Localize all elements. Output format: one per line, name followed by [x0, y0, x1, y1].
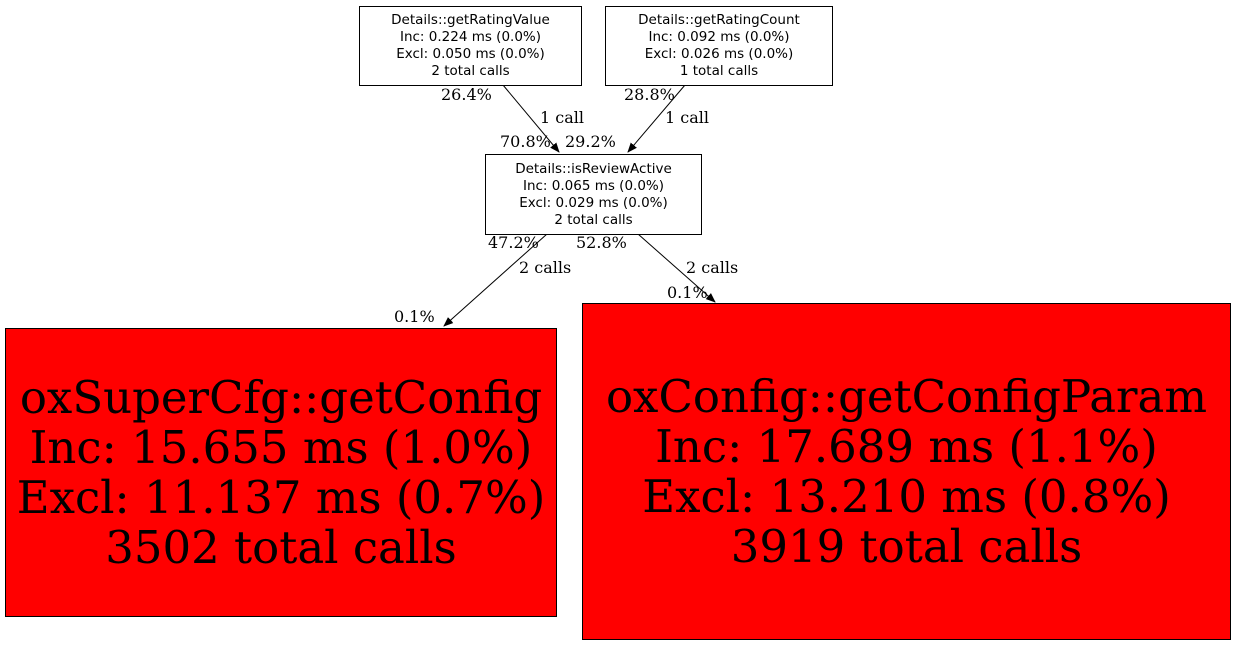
edge-tail-label: 52.8% — [576, 233, 627, 252]
node-excl: Excl: 11.137 ms (0.7%) — [16, 470, 546, 524]
node-getratingcount[interactable]: Details::getRatingCount Inc: 0.092 ms (0… — [605, 6, 833, 86]
node-calls: 1 total calls — [679, 63, 759, 79]
edge-tail-label: 47.2% — [488, 233, 539, 252]
node-excl: Excl: 0.029 ms (0.0%) — [519, 194, 668, 211]
node-calls: 2 total calls — [554, 211, 633, 228]
node-calls: 3919 total calls — [730, 519, 1083, 573]
node-calls: 3502 total calls — [105, 520, 457, 574]
node-inc: Inc: 15.655 ms (1.0%) — [29, 420, 533, 474]
edge-call-label: 2 calls — [519, 258, 572, 277]
node-getconfigparam[interactable]: oxConfig::getConfigParam Inc: 17.689 ms … — [582, 303, 1231, 640]
edge-call-label: 2 calls — [686, 258, 739, 277]
edge-head-label: 70.8% — [500, 132, 551, 151]
node-inc: Inc: 17.689 ms (1.1%) — [655, 419, 1158, 473]
node-excl: Excl: 0.050 ms (0.0%) — [396, 46, 545, 62]
edge-isreviewactive-getconfigparam — [637, 233, 716, 303]
edge-getratingcount-isreviewactive — [627, 84, 686, 153]
edge-getratingvalue-isreviewactive — [502, 84, 560, 153]
edge-head-label: 0.1% — [394, 307, 435, 326]
node-inc: Inc: 0.065 ms (0.0%) — [522, 177, 665, 194]
edge-call-label: 1 call — [540, 108, 584, 127]
edge-tail-label: 26.4% — [441, 85, 492, 104]
node-excl: Excl: 13.210 ms (0.8%) — [642, 469, 1171, 523]
node-inc: Inc: 0.092 ms (0.0%) — [648, 29, 790, 45]
node-name: Details::getRatingValue — [391, 12, 550, 28]
node-name: oxSuperCfg::getConfig — [19, 370, 543, 424]
node-excl: Excl: 0.026 ms (0.0%) — [644, 46, 794, 62]
node-name: oxConfig::getConfigParam — [605, 369, 1208, 423]
edge-head-label: 29.2% — [565, 132, 616, 151]
edge-head-label: 0.1% — [667, 283, 708, 302]
node-calls: 2 total calls — [431, 63, 510, 79]
node-name: Details::getRatingCount — [638, 12, 800, 28]
edge-tail-label: 28.8% — [624, 85, 675, 104]
node-getconfig[interactable]: oxSuperCfg::getConfig Inc: 15.655 ms (1.… — [5, 328, 557, 617]
node-name: Details::isReviewActive — [515, 160, 672, 177]
edge-call-label: 1 call — [665, 108, 709, 127]
edge-isreviewactive-getconfig — [443, 233, 548, 327]
node-getratingvalue[interactable]: Details::getRatingValue Inc: 0.224 ms (0… — [359, 6, 582, 86]
node-isreviewactive[interactable]: Details::isReviewActive Inc: 0.065 ms (0… — [485, 154, 702, 235]
node-inc: Inc: 0.224 ms (0.0%) — [399, 29, 542, 45]
